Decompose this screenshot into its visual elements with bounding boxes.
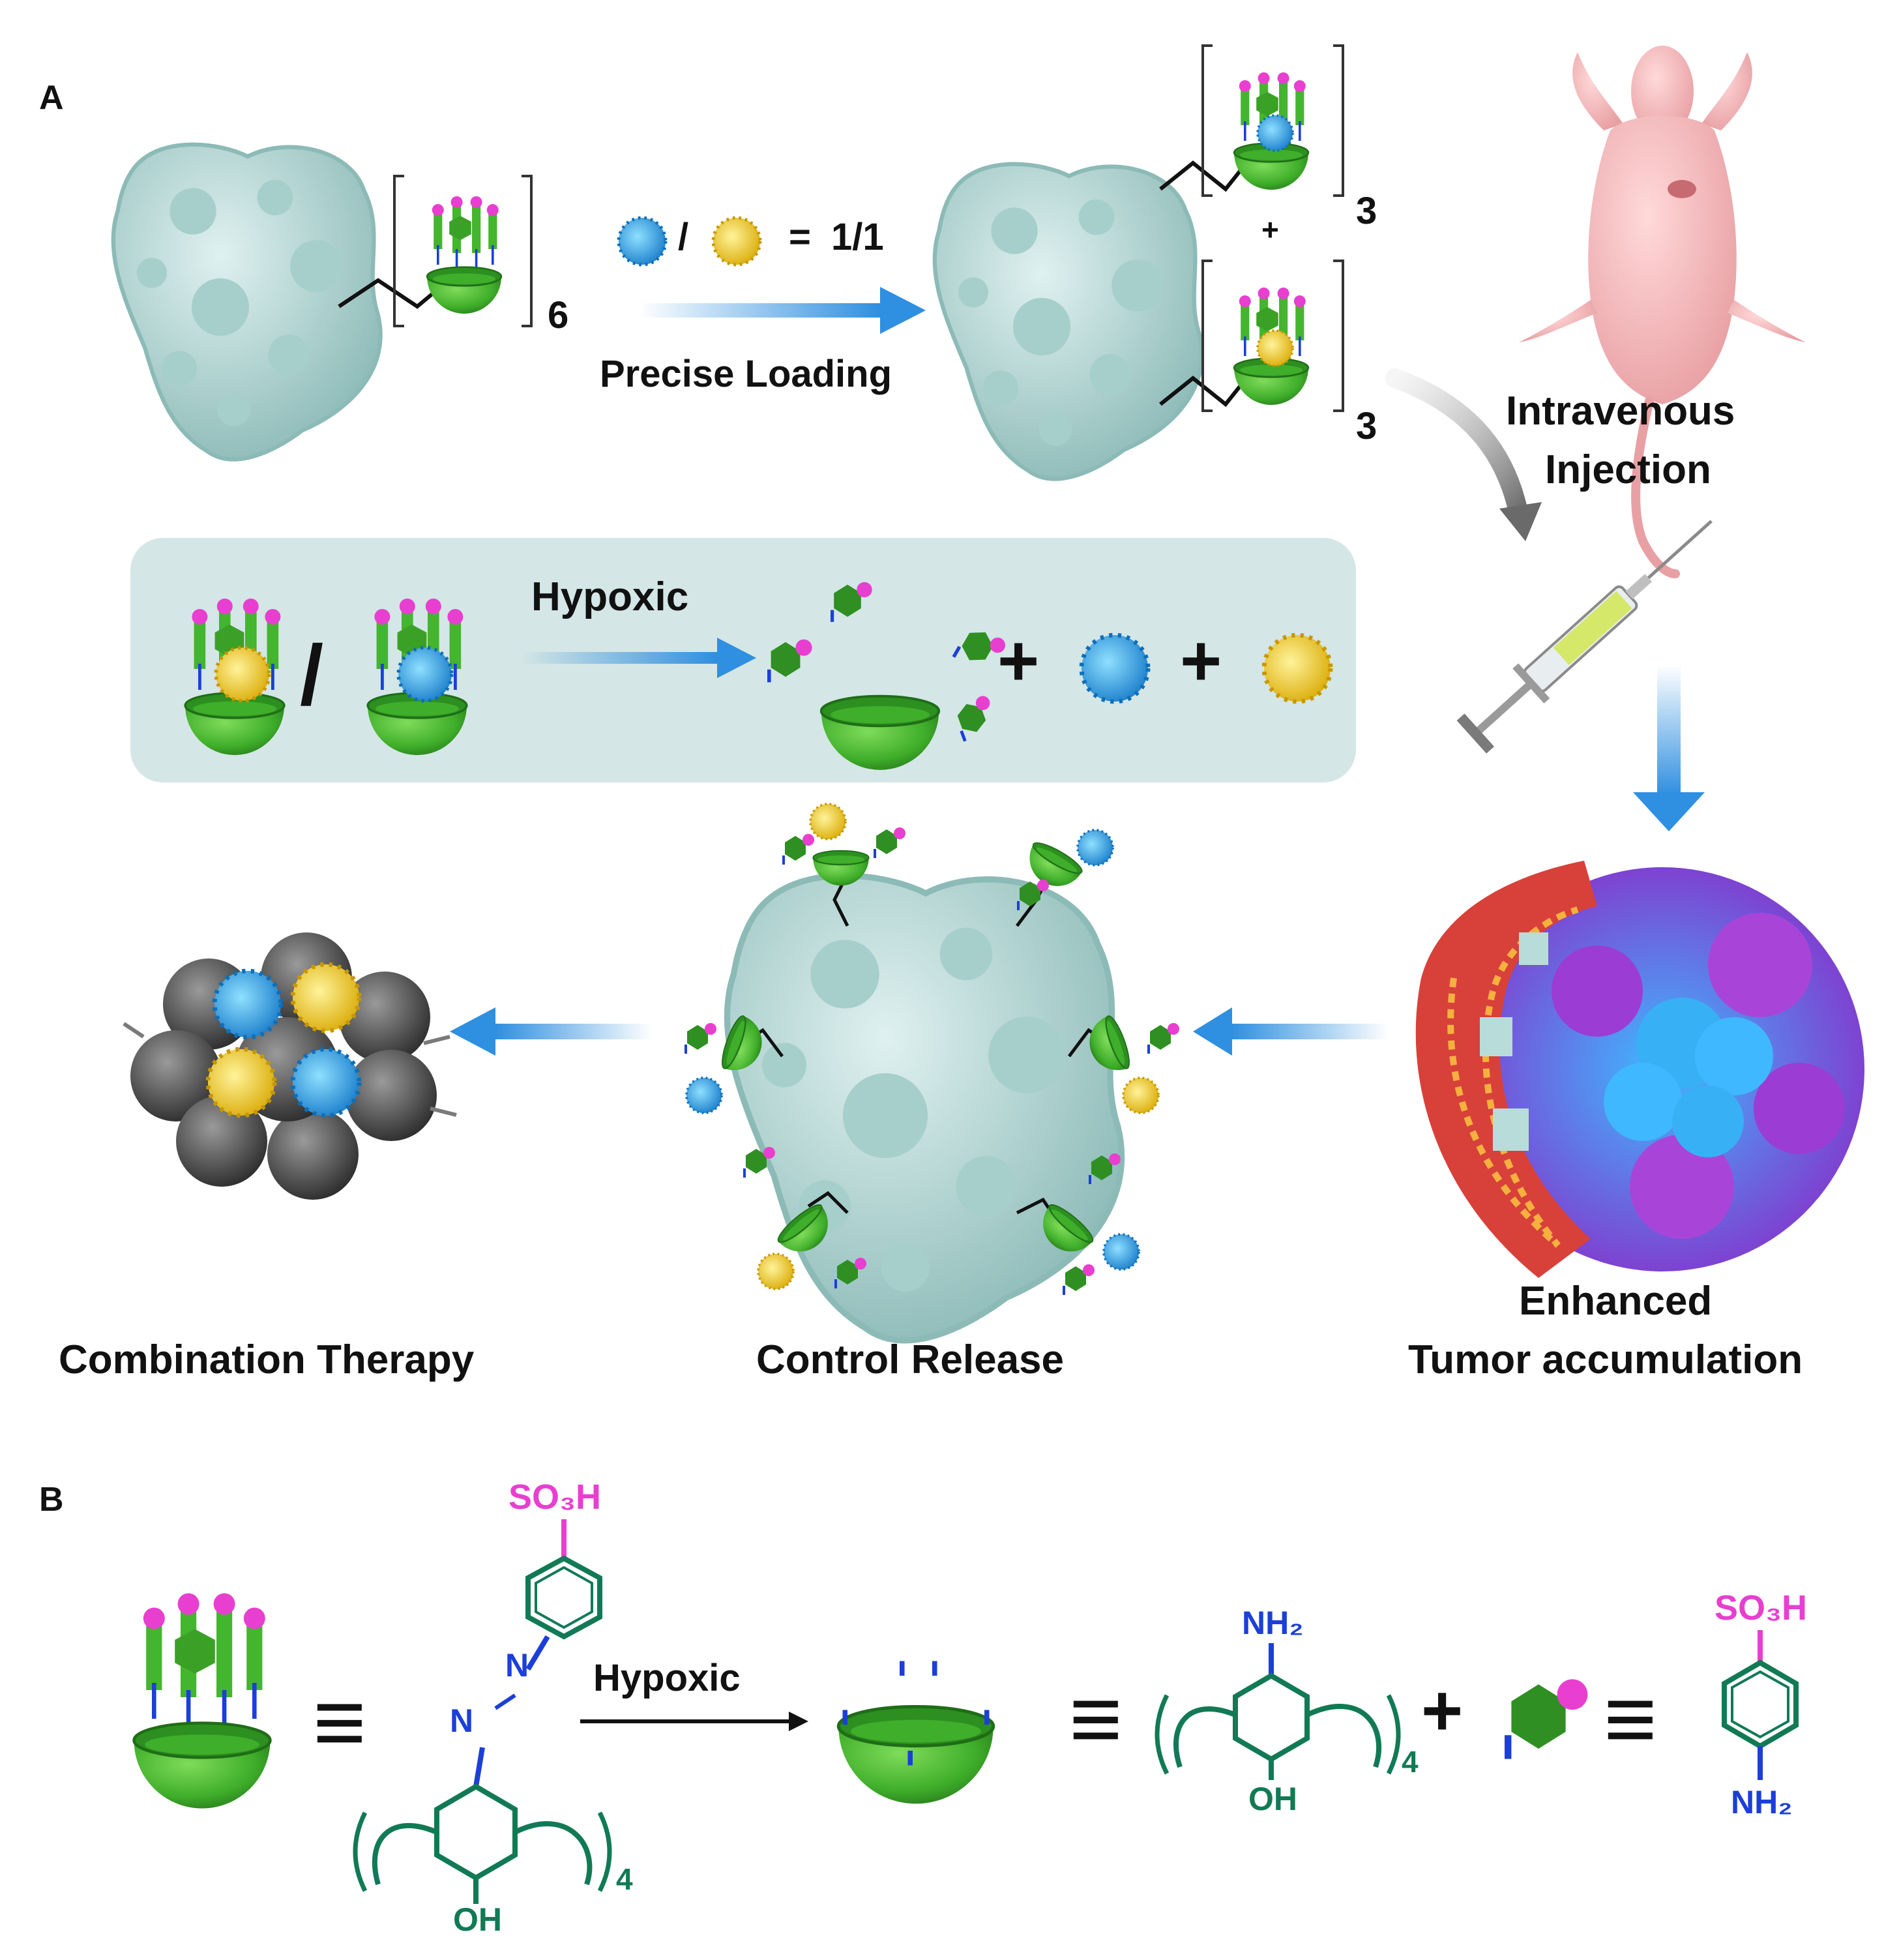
calixarene-bowl-icon: [1234, 72, 1308, 190]
injection-arrow: [1385, 368, 1529, 525]
plus-small: +: [1261, 213, 1279, 246]
linker-chain: [1159, 155, 1254, 192]
down-arrow-head: [1633, 792, 1705, 831]
bracket-right: [1333, 44, 1344, 197]
left-arrow-head: [1193, 1007, 1232, 1056]
bracket-right: [522, 175, 533, 327]
fragment-icon: [782, 834, 814, 865]
panel-label-b: B: [39, 1481, 64, 1519]
bracket-left: [1201, 260, 1213, 412]
sulfanilic-acid-structure: [1722, 1630, 1799, 1780]
hypoxic-label: Hypoxic: [531, 574, 689, 619]
bracket-left: [1201, 44, 1213, 197]
hypoxic-label-b: Hypoxic: [593, 1657, 741, 1699]
n-bottom: N: [450, 1702, 474, 1739]
intravenous-label-2: Injection: [1545, 447, 1711, 492]
loading-arrow-shaft: [639, 303, 880, 318]
plus-one: +: [997, 621, 1040, 701]
fragment-icon: [1147, 1023, 1179, 1054]
hypoxic-arrow-b-head: [789, 1712, 808, 1731]
so3h-right: SO₃H: [1715, 1588, 1807, 1627]
linker-chain: [807, 1191, 849, 1214]
fragment-icon: [1505, 1679, 1588, 1759]
sub-four-right: 4: [1402, 1745, 1419, 1779]
control-release-label: Control Release: [756, 1337, 1065, 1382]
syringe-icon: [1456, 520, 1713, 754]
equiv-sign-1: ≡: [313, 1670, 366, 1773]
precise-loading-label: Precise Loading: [600, 353, 892, 395]
drug-blue-icon: [1076, 829, 1114, 867]
oh-left: OH: [453, 1901, 502, 1938]
plus-b: +: [1421, 1670, 1464, 1751]
injection-arrow-head: [1499, 502, 1542, 541]
tumor-vessel-icon: [1415, 861, 1864, 1278]
drug-blue-icon: [1102, 1233, 1140, 1271]
oh-right: OH: [1248, 1781, 1297, 1817]
nh2-top: NH₂: [1242, 1605, 1304, 1641]
ratio-slash: /: [678, 216, 689, 258]
drug-blue-icon: [1082, 635, 1148, 702]
loading-arrow-head: [880, 287, 926, 334]
nh2-bottom: NH₂: [1731, 1784, 1793, 1820]
multiplier-three-top: 3: [1356, 190, 1377, 232]
panel-label-a: A: [39, 79, 64, 117]
drug-yellow-icon: [757, 1253, 795, 1290]
fragment-icon: [874, 827, 905, 858]
bracket-left: [393, 175, 404, 327]
ratio-value: 1/1: [831, 216, 884, 258]
sub-four-left: 4: [616, 1862, 633, 1896]
so3h-top: SO₃H: [508, 1477, 601, 1517]
multiplier-six: 6: [548, 294, 569, 336]
calixarene-bowl-icon: [1234, 288, 1308, 405]
linker-chain: [1159, 370, 1254, 408]
drug-yellow-icon: [713, 218, 760, 265]
amino-calixarene-structure: [1155, 1643, 1401, 1780]
down-arrow-shaft: [1657, 665, 1681, 795]
hypoxic-arrow-shaft: [522, 652, 717, 664]
ratio-equals: =: [789, 216, 811, 258]
drug-yellow-icon: [809, 803, 847, 840]
left-arrow-head: [450, 1007, 495, 1056]
multiplier-three-bottom: 3: [1356, 405, 1377, 447]
combination-therapy-label: Combination Therapy: [59, 1337, 475, 1382]
protein-surface-icon: [113, 145, 381, 460]
calixarene-bowl-icon: [427, 196, 501, 314]
equiv-sign-2: ≡: [1069, 1667, 1123, 1770]
drug-blue-icon: [685, 1077, 723, 1114]
drug-yellow-icon: [1122, 1077, 1160, 1114]
equiv-sign-3: ≡: [1604, 1667, 1657, 1770]
plus-two: +: [1180, 621, 1222, 701]
azo-calixarene-structure: [353, 1519, 612, 1904]
fragment-icon: [685, 1023, 716, 1054]
n-top: N: [505, 1647, 529, 1684]
fragment-icon: [1063, 1264, 1095, 1295]
left-arrow-shaft: [1232, 1024, 1389, 1039]
calixarene-bowl-icon: [838, 1661, 994, 1804]
hypoxic-arrow-head: [717, 638, 756, 678]
intravenous-label-1: Intravenous: [1506, 389, 1735, 434]
enhanced-label-2: Tumor accumulation: [1408, 1337, 1803, 1382]
enhanced-label-1: Enhanced: [1519, 1279, 1713, 1324]
cell-cluster-icon: [123, 932, 457, 1200]
slash-big: /: [300, 627, 324, 722]
drug-yellow-icon: [1264, 635, 1331, 702]
drug-blue-icon: [619, 218, 666, 265]
calixarene-bowl-icon: [134, 1594, 271, 1809]
protein-surface-icon: [935, 164, 1202, 479]
bracket-right: [1333, 260, 1344, 412]
left-arrow-shaft: [495, 1024, 652, 1039]
mouse-icon: [1519, 46, 1806, 578]
